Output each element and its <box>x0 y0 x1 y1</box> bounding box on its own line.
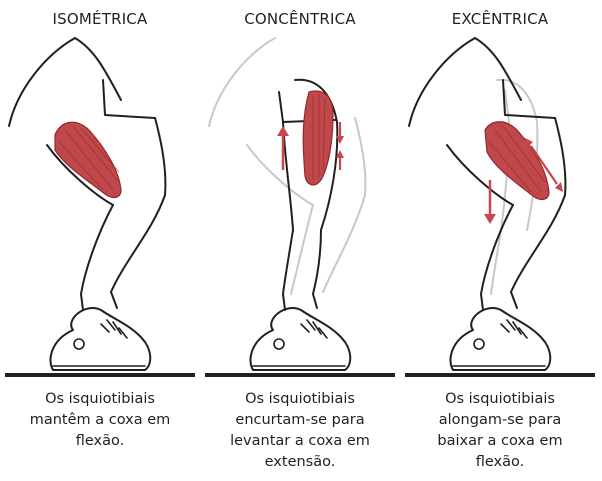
panel-isometric: ISOMÉTRICA <box>5 0 195 481</box>
panel-caption: Os isquiotibiais encurtam-se para levant… <box>230 391 370 470</box>
panel-eccentric: EXCÊNTRICA <box>405 0 595 481</box>
panel-caption: Os isquiotibiais mantêm a coxa em flexão… <box>29 391 171 449</box>
hamstring-muscle-icon <box>484 121 550 201</box>
arrow-icon <box>484 180 496 224</box>
leg-illustration <box>5 37 195 377</box>
arrow-icon <box>525 138 563 192</box>
leg-illustration <box>405 37 595 377</box>
panel-caption: Os isquiotibiais alongam-se para baixar … <box>437 391 563 470</box>
hamstring-muscle-icon <box>54 121 122 199</box>
panel-title: EXCÊNTRICA <box>451 10 549 28</box>
arrow-icon <box>336 122 344 170</box>
panel-title: ISOMÉTRICA <box>52 10 148 28</box>
panel-title: CONCÊNTRICA <box>244 10 356 28</box>
arrow-icon <box>277 126 289 170</box>
hamstring-muscle-icon <box>302 90 334 186</box>
panel-concentric: CONCÊNTRICA <box>205 0 395 481</box>
leg-illustration <box>205 37 395 377</box>
